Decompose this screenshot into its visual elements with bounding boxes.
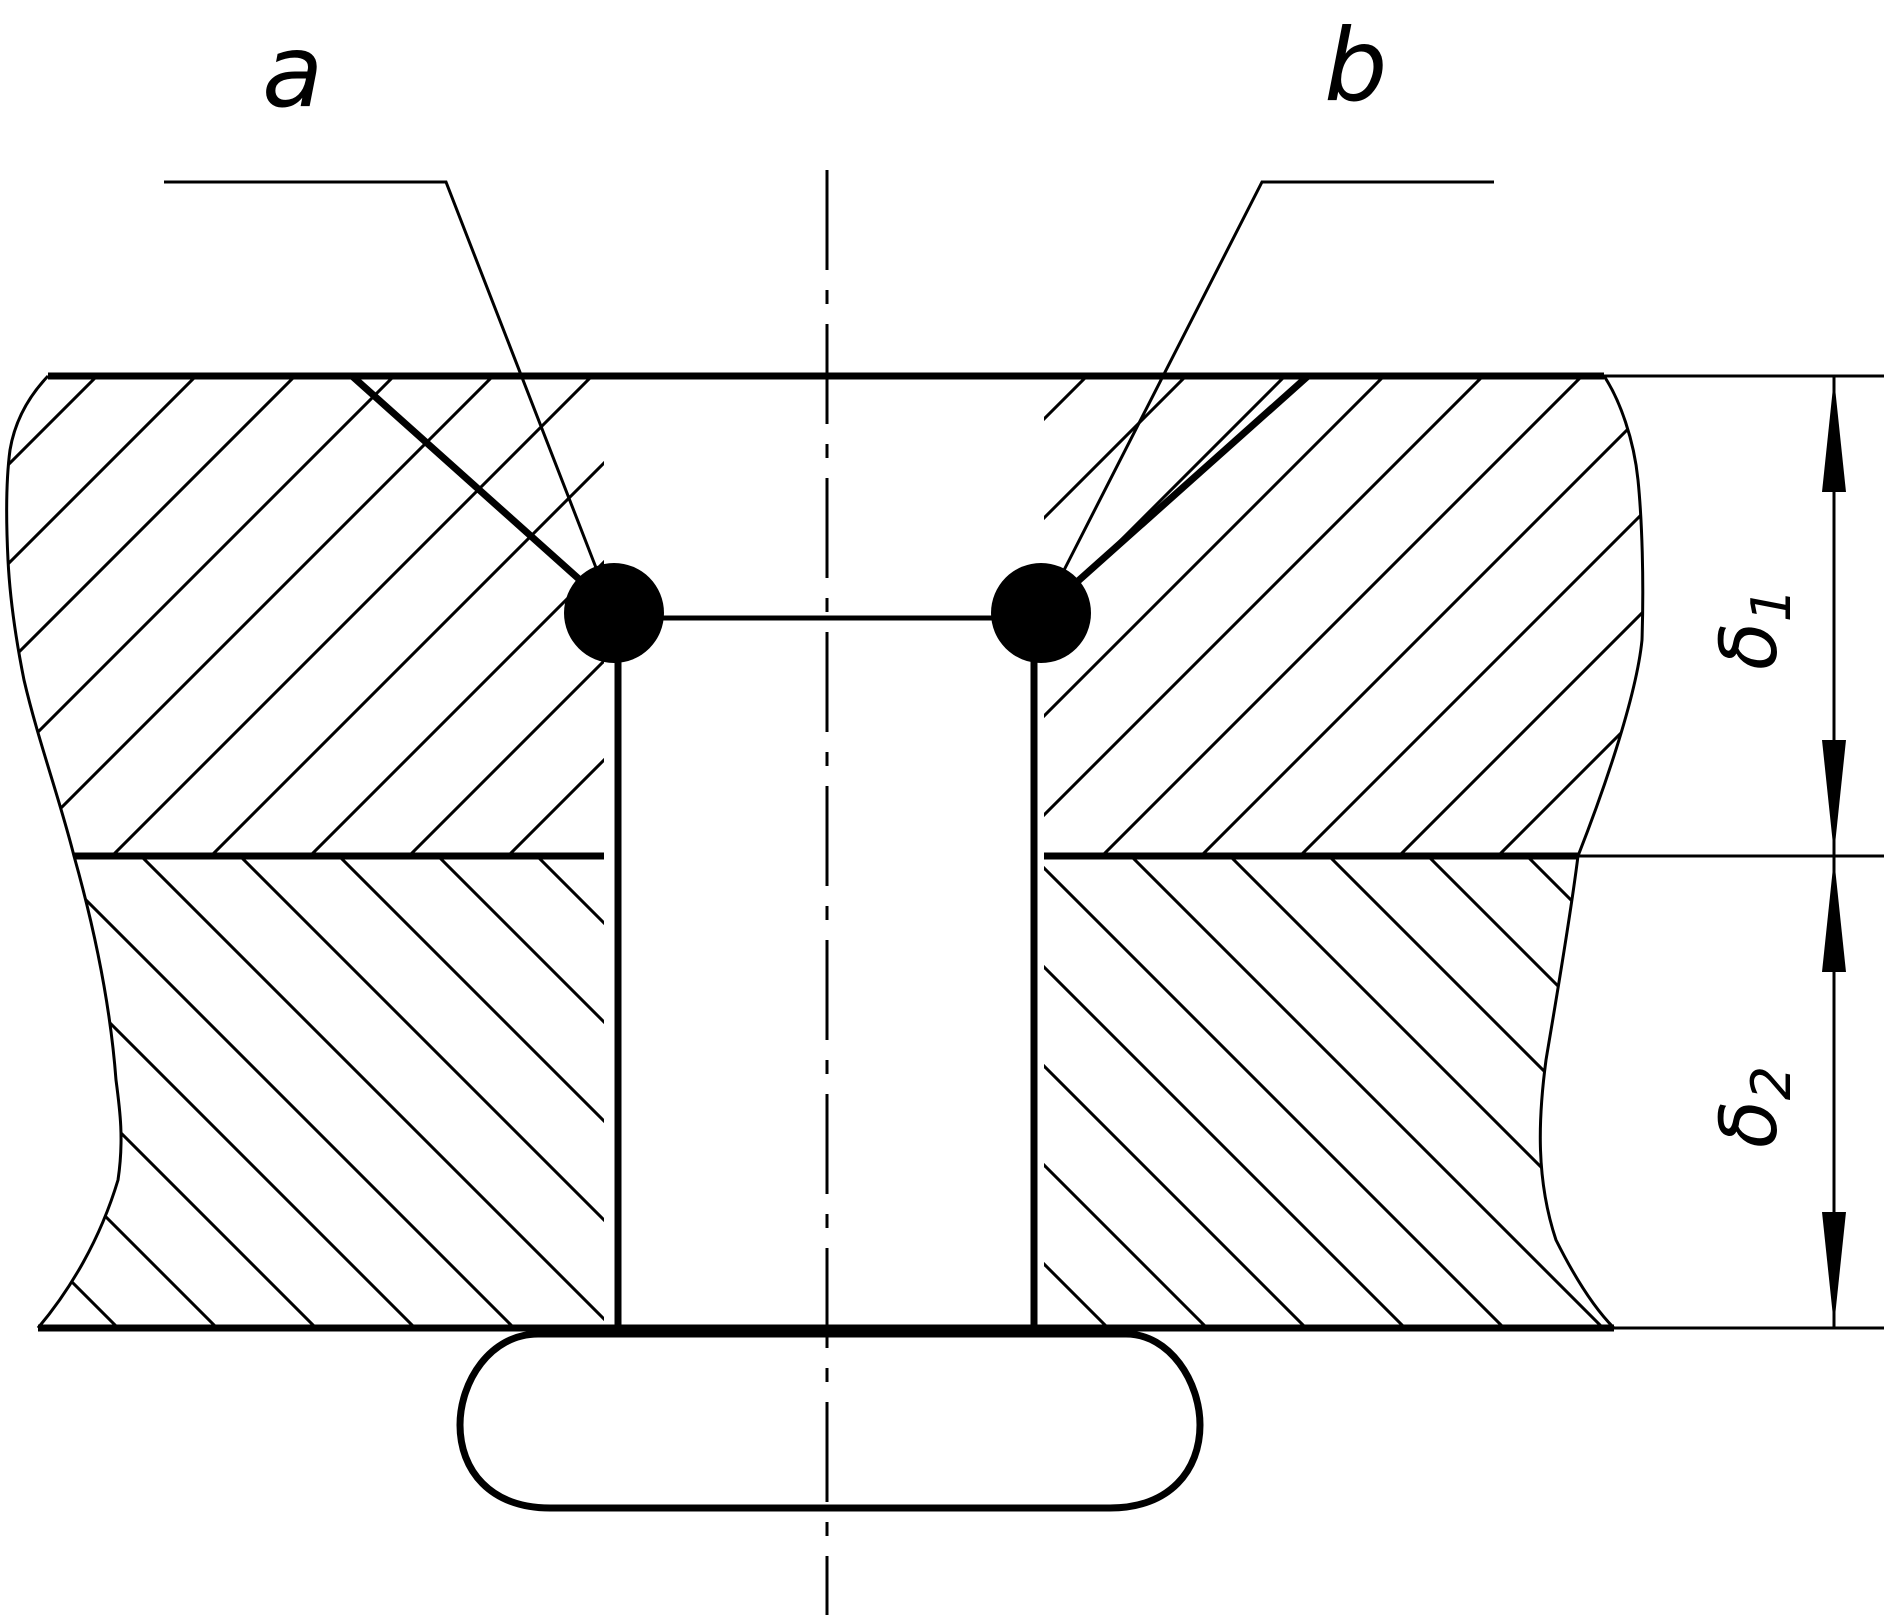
point-b-dot <box>991 563 1091 663</box>
label-delta-1: δ1 <box>1705 588 1803 670</box>
hatch-line <box>6 376 115 856</box>
section-hatching <box>0 360 1887 1340</box>
label-point-a: a <box>262 13 323 130</box>
hatch-line <box>38 856 330 1328</box>
hatch-line <box>1185 376 1643 856</box>
hatch-top-plate-right <box>0 360 1887 870</box>
hatch-line <box>1044 856 1122 1328</box>
point-a-dot <box>564 563 664 663</box>
label-point-b: b <box>1324 7 1387 124</box>
hatch-line <box>38 856 231 1328</box>
delta-2-index: 2 <box>1740 1066 1803 1100</box>
hatch-line <box>1044 376 1501 856</box>
hatch-line <box>0 360 212 870</box>
hatch-line <box>1113 856 1614 1328</box>
countersink-chamfer-right <box>1065 373 1311 593</box>
leader-a <box>164 180 602 579</box>
hatch-line <box>0 840 427 1340</box>
hatch-line <box>0 840 31 1340</box>
hatch-line <box>1044 856 1518 1328</box>
delta-1-symbol: δ <box>1705 622 1795 670</box>
hatch-line <box>0 840 31 1340</box>
hatch-line <box>1044 856 1221 1328</box>
hatch-line <box>1412 840 1887 1340</box>
hatch-line <box>1880 360 1887 870</box>
hatch-line <box>1044 856 1320 1328</box>
hatch-line <box>1044 856 1419 1328</box>
delta-2-symbol: δ <box>1705 1100 1795 1148</box>
delta-1-index: 1 <box>1740 588 1803 622</box>
hatch-line <box>321 856 604 1328</box>
hatch-bottom-plate-right <box>0 840 1887 1340</box>
hatch-line <box>1410 856 1614 1328</box>
arrow-top-up <box>1822 378 1846 492</box>
hatch-line <box>1212 856 1614 1328</box>
arrow-mid-down <box>1822 740 1846 854</box>
rivet-closing-head <box>456 1330 1204 1512</box>
hatch-line <box>1808 840 1887 1340</box>
hatch-line <box>0 360 410 870</box>
hatch-line <box>492 376 605 856</box>
hatch-line <box>1311 856 1614 1328</box>
hatch-line <box>1383 376 1643 856</box>
hatch-line <box>393 376 605 856</box>
hatch-line <box>1808 840 1887 1340</box>
hatch-top-plate-left <box>6 360 1887 870</box>
hatch-line <box>38 856 528 1328</box>
hatch-line <box>1044 376 1204 856</box>
hatch-line <box>1880 360 1887 870</box>
hatch-line <box>0 840 229 1340</box>
arrow-bottom-down <box>1822 1212 1846 1326</box>
hatch-line <box>0 840 328 1340</box>
hatch-line <box>6 376 412 856</box>
leader-b <box>1058 180 1494 579</box>
hatch-line <box>6 376 214 856</box>
hatch-line <box>1482 376 1643 856</box>
rivet <box>456 563 1204 1512</box>
hatch-line <box>0 840 130 1340</box>
hatch-line <box>1484 360 1887 870</box>
hatch-line <box>38 856 132 1328</box>
leader-lines <box>164 180 1494 579</box>
countersink-chamfer-left <box>349 373 583 583</box>
hatch-line <box>519 856 604 1328</box>
hatch-line <box>420 856 604 1328</box>
hatch-line <box>294 376 605 856</box>
thickness-dimensions <box>1578 374 1884 1330</box>
hatch-line <box>1284 376 1643 856</box>
hatch-line <box>6 376 313 856</box>
hatch-line <box>38 856 429 1328</box>
hatch-bottom-plate-left <box>0 840 1887 1340</box>
hatch-line <box>6 376 511 856</box>
hatch-line <box>195 376 605 856</box>
svg-text:δ1: δ1 <box>1705 588 1803 670</box>
hatch-line <box>96 376 605 856</box>
arrow-mid-up <box>1822 858 1846 972</box>
svg-text:δ2: δ2 <box>1705 1066 1803 1148</box>
hatch-line <box>1044 376 1402 856</box>
hatch-line <box>222 856 604 1328</box>
right-break-line <box>1538 375 1645 1330</box>
left-break-line <box>5 374 123 1329</box>
hatch-line <box>1086 376 1600 856</box>
hatch-line <box>123 856 604 1328</box>
label-delta-2: δ2 <box>1705 1066 1803 1148</box>
